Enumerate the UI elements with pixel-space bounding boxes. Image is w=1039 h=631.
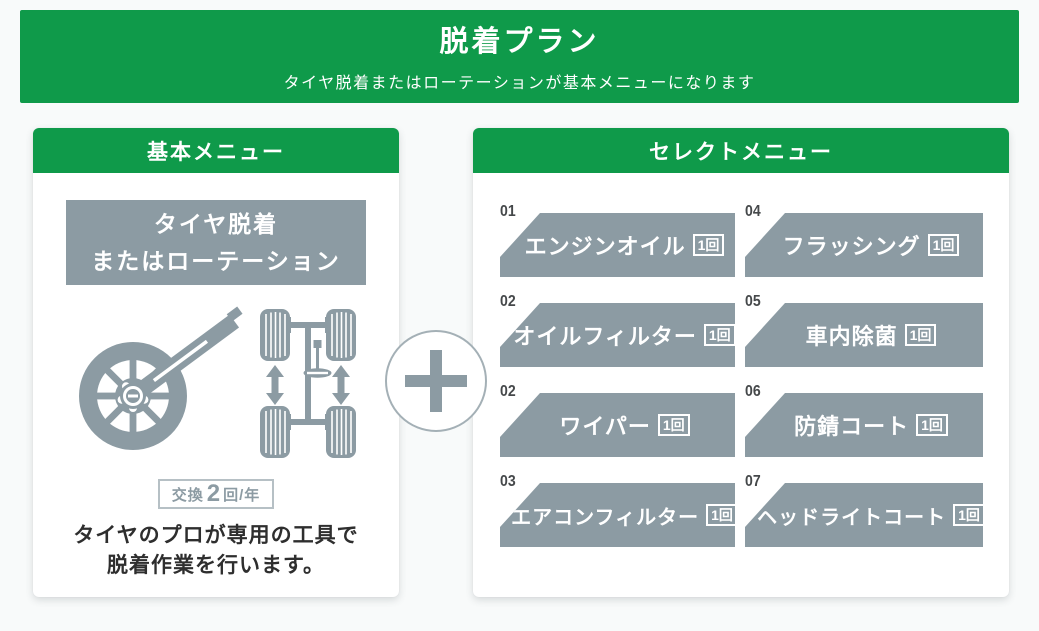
item-count-badge: 1回 <box>692 234 725 256</box>
item-label: エンジンオイル <box>524 234 686 259</box>
item-tag: 車内除菌 1回 <box>745 303 983 367</box>
item-number: 07 <box>745 473 761 490</box>
exchange-badge-count: 2 <box>206 480 221 507</box>
exchange-badge-prefix: 交換 <box>171 486 204 504</box>
item-count-badge: 1回 <box>703 324 735 346</box>
item-count-badge: 1回 <box>916 414 948 436</box>
item-tag: 防錆コート 1回 <box>745 393 983 457</box>
plan-subtitle: タイヤ脱着またはローテーションが基本メニューになります <box>283 74 756 92</box>
item-count-badge: 1回 <box>657 414 690 436</box>
select-item-wiper: 02 ワイパー 1回 <box>500 384 735 457</box>
plus-circle <box>385 330 487 432</box>
service-box-line2: またはローテーション <box>91 247 341 274</box>
service-box-line1: タイヤ脱着 <box>153 210 279 237</box>
item-count-badge: 1回 <box>953 504 983 526</box>
item-label: ワイパー <box>559 414 651 439</box>
item-label: フラッシング <box>782 234 921 259</box>
select-item-flushing: 04 フラッシング 1回 <box>745 204 983 277</box>
item-tag: フラッシング 1回 <box>745 213 983 277</box>
select-menu-panel: セレクトメニュー 01 エンジンオイル 1回 02 オイルフィルター 1回 02 <box>473 128 1009 597</box>
select-item-rust-coat: 06 防錆コート 1回 <box>745 384 983 457</box>
item-count-badge: 1回 <box>927 234 960 256</box>
item-tag: オイルフィルター 1回 <box>500 303 735 367</box>
item-label: エアコンフィルター <box>511 506 700 529</box>
select-item-engine-oil: 01 エンジンオイル 1回 <box>500 204 735 277</box>
wrench-icon <box>134 306 243 398</box>
select-menu-grid: 01 エンジンオイル 1回 02 オイルフィルター 1回 02 ワイパー 1回 <box>500 204 983 547</box>
item-count-badge: 1回 <box>706 504 735 526</box>
item-count-badge: 1回 <box>904 324 937 346</box>
plan-banner: 脱着プラン タイヤ脱着またはローテーションが基本メニューになります <box>20 10 1019 103</box>
item-number: 01 <box>500 203 516 220</box>
item-number: 05 <box>745 293 761 310</box>
item-number: 06 <box>745 383 761 400</box>
item-label: 防錆コート <box>794 414 910 439</box>
rotation-arrow-icon <box>332 365 350 405</box>
item-tag: エンジンオイル 1回 <box>500 213 735 277</box>
item-label: ヘッドライトコート <box>757 506 947 529</box>
item-tag: エアコンフィルター 1回 <box>500 483 735 547</box>
select-item-interior-sanitize: 05 車内除菌 1回 <box>745 294 983 367</box>
basic-menu-description: タイヤのプロが専用の工具で 脱着作業を行います。 <box>33 521 399 582</box>
select-item-headlight-coat: 07 ヘッドライトコート 1回 <box>745 474 983 547</box>
exchange-badge-suffix: 回/年 <box>223 486 261 504</box>
description-line1: タイヤのプロが専用の工具で <box>73 524 359 547</box>
item-label: オイルフィルター <box>513 324 697 349</box>
description-line2: 脱着作業を行います。 <box>107 554 325 578</box>
item-number: 03 <box>500 473 516 490</box>
item-tag: ワイパー 1回 <box>500 393 735 457</box>
plus-icon <box>387 332 485 430</box>
rotation-diagram-icon <box>260 309 356 458</box>
exchange-frequency-badge: 交換 2 回/年 <box>157 479 275 509</box>
basic-menu-panel: 基本メニュー タイヤ脱着 またはローテーション <box>33 128 399 597</box>
service-box: タイヤ脱着 またはローテーション <box>66 200 366 285</box>
select-item-oil-filter: 02 オイルフィルター 1回 <box>500 294 735 367</box>
item-label: 車内除菌 <box>805 324 898 349</box>
plan-title: 脱着プラン <box>439 26 600 58</box>
item-number: 04 <box>745 203 761 220</box>
item-number: 02 <box>500 293 516 310</box>
tire-rotation-illustration <box>79 306 356 458</box>
item-tag: ヘッドライトコート 1回 <box>745 483 983 547</box>
rotation-arrow-icon <box>266 365 284 405</box>
basic-menu-header: 基本メニュー <box>33 128 399 173</box>
select-menu-header: セレクトメニュー <box>473 128 1009 173</box>
select-item-ac-filter: 03 エアコンフィルター 1回 <box>500 474 735 547</box>
item-number: 02 <box>500 383 516 400</box>
socket-icon <box>120 383 146 409</box>
